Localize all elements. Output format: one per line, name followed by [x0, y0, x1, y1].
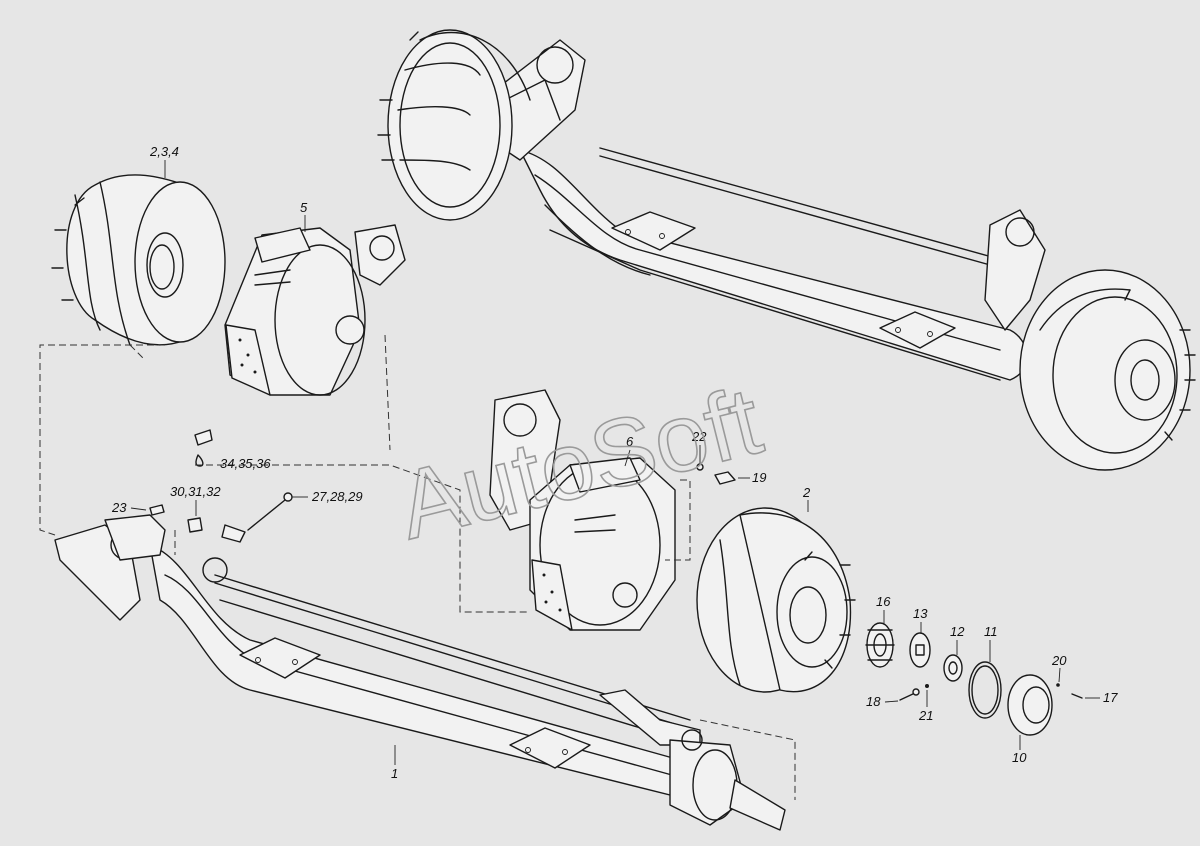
callout-21: 21: [918, 708, 933, 723]
callout-30-31-32: 30,31,32: [170, 484, 221, 499]
assembly-lines: [39, 334, 796, 800]
callout-6: 6: [626, 434, 634, 449]
callout-5: 5: [300, 200, 308, 215]
callout-17: 17: [1103, 690, 1118, 705]
callout-22: 22: [691, 429, 707, 444]
callout-1: 1: [391, 766, 398, 781]
small-parts: [149, 429, 1083, 736]
brake-drum-lower: [696, 507, 856, 693]
assembled-axle: [377, 29, 1196, 471]
brake-assembly-upper: [224, 224, 406, 396]
callout-12: 12: [950, 624, 965, 639]
callout-2: 2: [802, 485, 811, 500]
callout-20: 20: [1051, 653, 1067, 668]
callout-10: 10: [1012, 750, 1027, 765]
callout-13: 13: [913, 606, 928, 621]
callout-27-28-29: 27,28,29: [311, 489, 363, 504]
callout-23: 23: [111, 500, 127, 515]
callout-16: 16: [876, 594, 891, 609]
callout-34-35-36: 34,35,36: [220, 456, 271, 471]
callout-11: 11: [984, 624, 998, 639]
front-axle-beam: [54, 514, 786, 831]
brake-drum-upper: [51, 174, 226, 346]
callout-2-3-4: 2,3,4: [149, 144, 179, 159]
callout-18: 18: [866, 694, 881, 709]
callouts: 2,3,4 5 34,35,36 30,31,32 27,28,29 23 22…: [111, 144, 1118, 781]
brake-assembly-lower: [489, 389, 676, 631]
leader-lines: [130, 160, 1100, 765]
callout-19: 19: [752, 470, 766, 485]
